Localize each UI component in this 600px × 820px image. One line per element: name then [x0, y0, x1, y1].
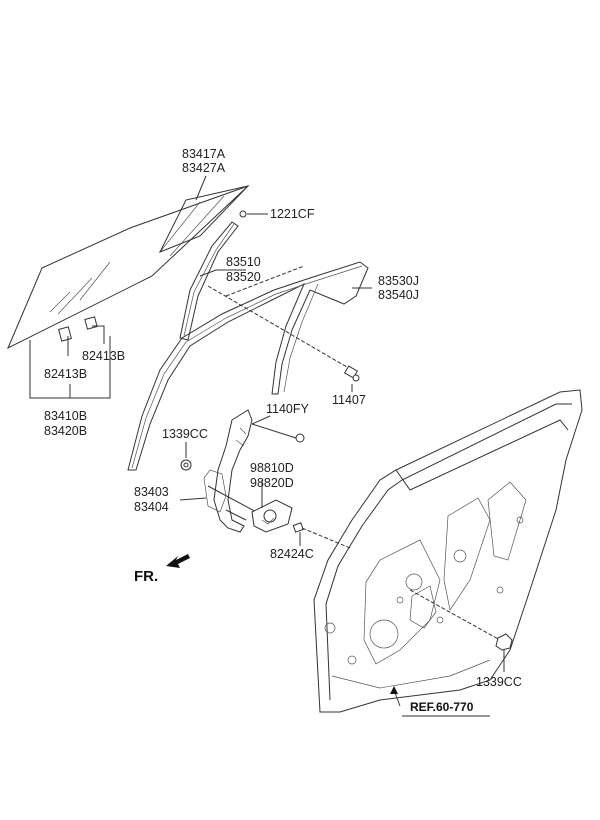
- label-channel-a: 83510: [226, 255, 261, 269]
- label-front: FR.: [134, 568, 158, 585]
- front-arrow-icon: [166, 554, 190, 568]
- label-frame-a: 83530J: [378, 274, 419, 288]
- label-motor-b: 98820D: [250, 476, 294, 490]
- door-glass[interactable]: [7, 185, 249, 350]
- quarter-glass[interactable]: [158, 185, 250, 253]
- label-connector: 82424C: [270, 547, 314, 561]
- label-screw-top: 1221CF: [270, 207, 315, 221]
- label-door-glass-b: 83420B: [44, 424, 87, 438]
- leader-bolt: [207, 285, 353, 371]
- label-nut-left: 1339CC: [162, 427, 208, 441]
- glass-clip-lower[interactable]: [58, 326, 72, 342]
- label-bolt-fy: 1140FY: [266, 402, 310, 416]
- nut-right[interactable]: [495, 633, 513, 651]
- front-sash-channel[interactable]: [179, 221, 239, 341]
- door-panel[interactable]: [313, 389, 583, 713]
- window-run-channel[interactable]: [127, 261, 369, 471]
- bolt-11407[interactable]: [343, 365, 360, 382]
- leader-connector-panel: [301, 527, 351, 549]
- label-channel-b: 83520: [226, 270, 261, 284]
- connector-82424c[interactable]: [292, 522, 304, 533]
- label-glass-a: 83417A: [182, 147, 226, 161]
- label-regulator-b: 83404: [134, 500, 169, 514]
- nut-left[interactable]: [180, 459, 192, 471]
- label-nut-right: 1339CC: [476, 675, 522, 689]
- label-frame-b: 83540J: [378, 288, 419, 302]
- regulator-motor[interactable]: [251, 499, 293, 533]
- leader-panel-nut: [409, 589, 501, 641]
- reference-arrow-icon: [390, 686, 490, 717]
- leader-lines: [29, 175, 505, 672]
- label-clip-lower: 82413B: [44, 367, 87, 381]
- window-regulator[interactable]: [203, 409, 261, 533]
- glass-clip-upper[interactable]: [84, 316, 98, 330]
- label-clip-upper: 82413B: [82, 349, 125, 363]
- label-bolt: 11407: [332, 393, 366, 407]
- bolt-1140fy[interactable]: [251, 423, 305, 443]
- label-motor-a: 98810D: [250, 461, 294, 475]
- screw-top[interactable]: [239, 210, 247, 218]
- label-door-glass-a: 83410B: [44, 409, 87, 423]
- label-reference: REF.60-770: [410, 700, 474, 714]
- leader-channel-dash: [225, 265, 305, 297]
- label-regulator-a: 83403: [134, 485, 169, 499]
- label-glass-b: 83427A: [182, 161, 226, 175]
